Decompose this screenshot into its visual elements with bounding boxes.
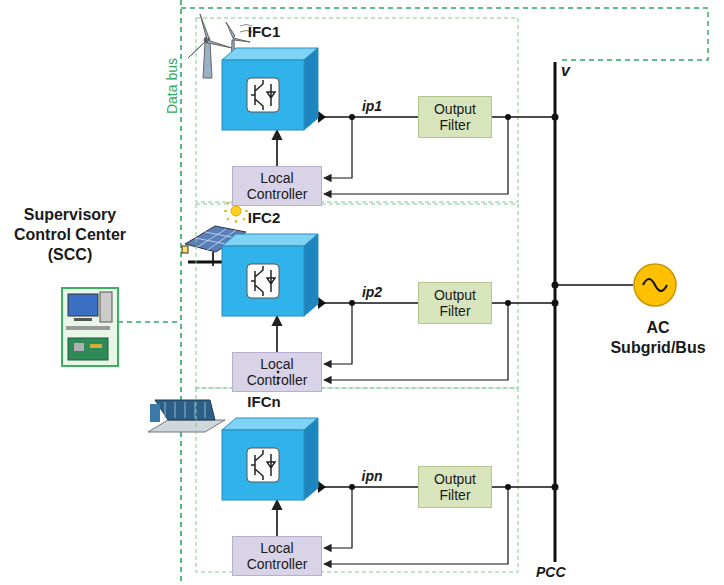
bus-dot [552,114,559,121]
connector [318,302,418,304]
voltage-label: v [561,62,570,80]
box-label: Local Controller [239,170,315,202]
filter-box: Output Filter [418,282,492,324]
connector [276,500,278,536]
converter-name: IFCn [222,393,306,410]
filter-to-bus-wire [492,486,555,488]
ellipsis: ⋮ [270,372,286,384]
data-bus-line [180,0,182,585]
bus-dot [552,484,559,491]
box-label: Output Filter [425,471,485,503]
converter-top [222,418,318,430]
igbt-lines [251,450,275,480]
connector [276,130,278,166]
ac-source [634,264,676,306]
converter-name: IFC1 [222,23,306,40]
connector [318,116,418,118]
current-feedback [324,487,352,548]
current-feedback [324,303,352,364]
converter-front [222,246,304,316]
igbt-lines [251,266,275,296]
filter-to-bus-wire [492,116,555,118]
ac-link [555,284,633,286]
scc-icon [62,288,118,366]
converter-block: IFC1 [222,48,318,130]
current-feedback [324,117,352,178]
converter-front [222,430,304,500]
converter-shape [222,234,318,316]
current-label: ipn [360,468,385,484]
scc-title: Supervisory Control Center (SCC) [4,205,136,265]
converter-block: IFC2 [222,234,318,316]
igbt-lines [251,80,275,110]
filter-to-bus-wire [492,302,555,304]
connector [276,316,278,352]
ac-source-dot [552,282,559,289]
box-label: Output Filter [425,101,485,133]
pcc-label: PCC [536,564,566,580]
converter-side [304,418,318,500]
converter-side [304,234,318,316]
current-label: ip2 [360,284,384,300]
box-label: Local Controller [239,540,315,572]
converter-shape [222,48,318,130]
converter-front [222,60,304,130]
scc-link [118,321,181,322]
filter-box: Output Filter [418,96,492,138]
box-label: Output Filter [425,287,485,319]
bus-label: Data bus [164,46,180,126]
controller-box: Local Controller [232,166,322,206]
converter-shape [222,418,318,500]
ac-source-wave [643,279,667,291]
igbt-symbol [247,448,279,482]
connector [318,486,418,488]
grid-label: AC Subgrid/Bus [610,318,706,358]
data-bus-top [181,8,708,60]
converter-name: IFC2 [222,209,306,226]
battery-container-icon [148,400,225,432]
converter-top [222,48,318,60]
bus-dot [552,300,559,307]
filter-box: Output Filter [418,466,492,508]
converter-side [304,48,318,130]
igbt-symbol [247,264,279,298]
igbt-symbol [247,78,279,112]
current-label: ip1 [360,98,384,114]
controller-box: Local Controller [232,536,322,576]
converter-block: IFCn [222,418,318,500]
converter-top [222,234,318,246]
